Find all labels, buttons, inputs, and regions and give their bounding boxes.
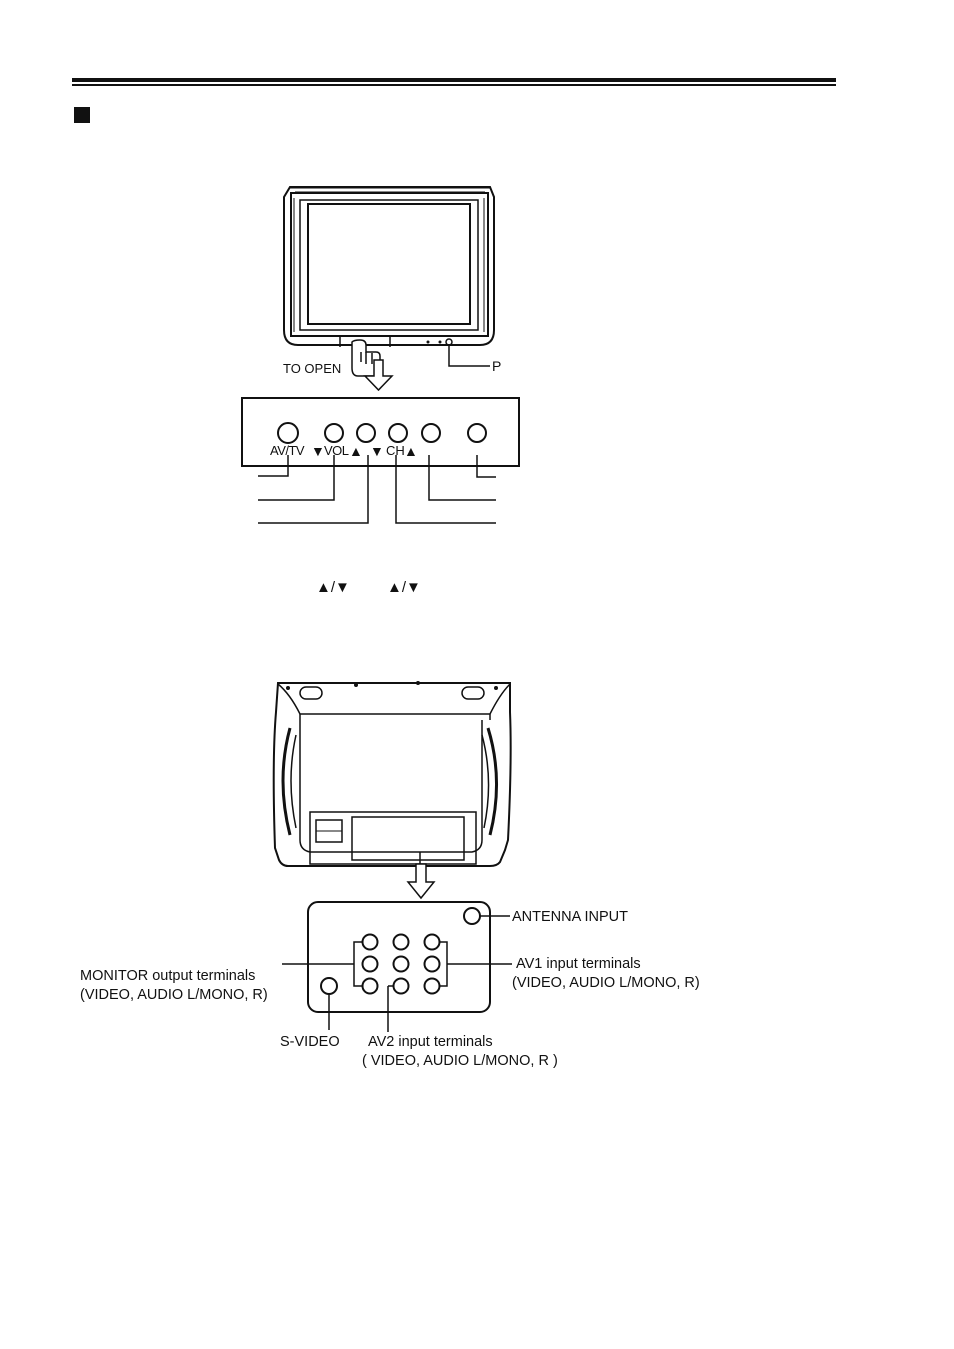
to-open-label: TO OPEN bbox=[283, 361, 341, 376]
tv-rear-view bbox=[272, 681, 512, 900]
vol-down-button bbox=[324, 423, 344, 443]
arrow-pair-vol: ▲/▼ bbox=[316, 579, 350, 596]
av-tv-button bbox=[277, 422, 299, 444]
ch-label: CH bbox=[386, 443, 405, 458]
ch-down-button bbox=[388, 423, 408, 443]
s-video-jack bbox=[320, 977, 338, 995]
section-marker-square bbox=[74, 107, 90, 123]
s-video-label: S-VIDEO bbox=[280, 1034, 340, 1050]
monitor-detail-label: (VIDEO, AUDIO L/MONO, R) bbox=[80, 987, 268, 1003]
monitor-title-label: MONITOR output terminals bbox=[80, 968, 255, 984]
vol-up-button bbox=[356, 423, 376, 443]
vol-label: VOL bbox=[324, 443, 349, 458]
vol-up-symbol: ▲ bbox=[349, 443, 363, 459]
av2-detail-label: ( VIDEO, AUDIO L/MONO, R ) bbox=[362, 1053, 558, 1069]
ch-down-symbol: ▼ bbox=[370, 443, 384, 459]
front-control-panel bbox=[241, 397, 520, 524]
top-rule-thin bbox=[72, 84, 836, 86]
antenna-input-jack bbox=[463, 907, 481, 925]
ch-up-symbol: ▲ bbox=[404, 443, 418, 459]
ch-up-button bbox=[421, 423, 441, 443]
vol-down-symbol: ▼ bbox=[311, 443, 325, 459]
av1-title-label: AV1 input terminals bbox=[516, 956, 641, 972]
arrow-pair-ch: ▲/▼ bbox=[387, 579, 421, 596]
power-button bbox=[467, 423, 487, 443]
av2-title-label: AV2 input terminals bbox=[368, 1034, 493, 1050]
rear-terminal-panel bbox=[282, 901, 512, 1032]
av1-detail-label: (VIDEO, AUDIO L/MONO, R) bbox=[512, 975, 700, 991]
hand-pointer-icon bbox=[351, 339, 381, 377]
av-tv-label: AV/TV bbox=[270, 443, 305, 458]
rear-down-arrow-icon bbox=[406, 863, 436, 900]
antenna-input-label: ANTENNA INPUT bbox=[512, 909, 628, 925]
tv-front-view bbox=[283, 186, 495, 392]
power-label-cut: P bbox=[492, 358, 501, 374]
top-rule-thick bbox=[72, 78, 836, 82]
down-arrow-icon bbox=[363, 359, 394, 392]
